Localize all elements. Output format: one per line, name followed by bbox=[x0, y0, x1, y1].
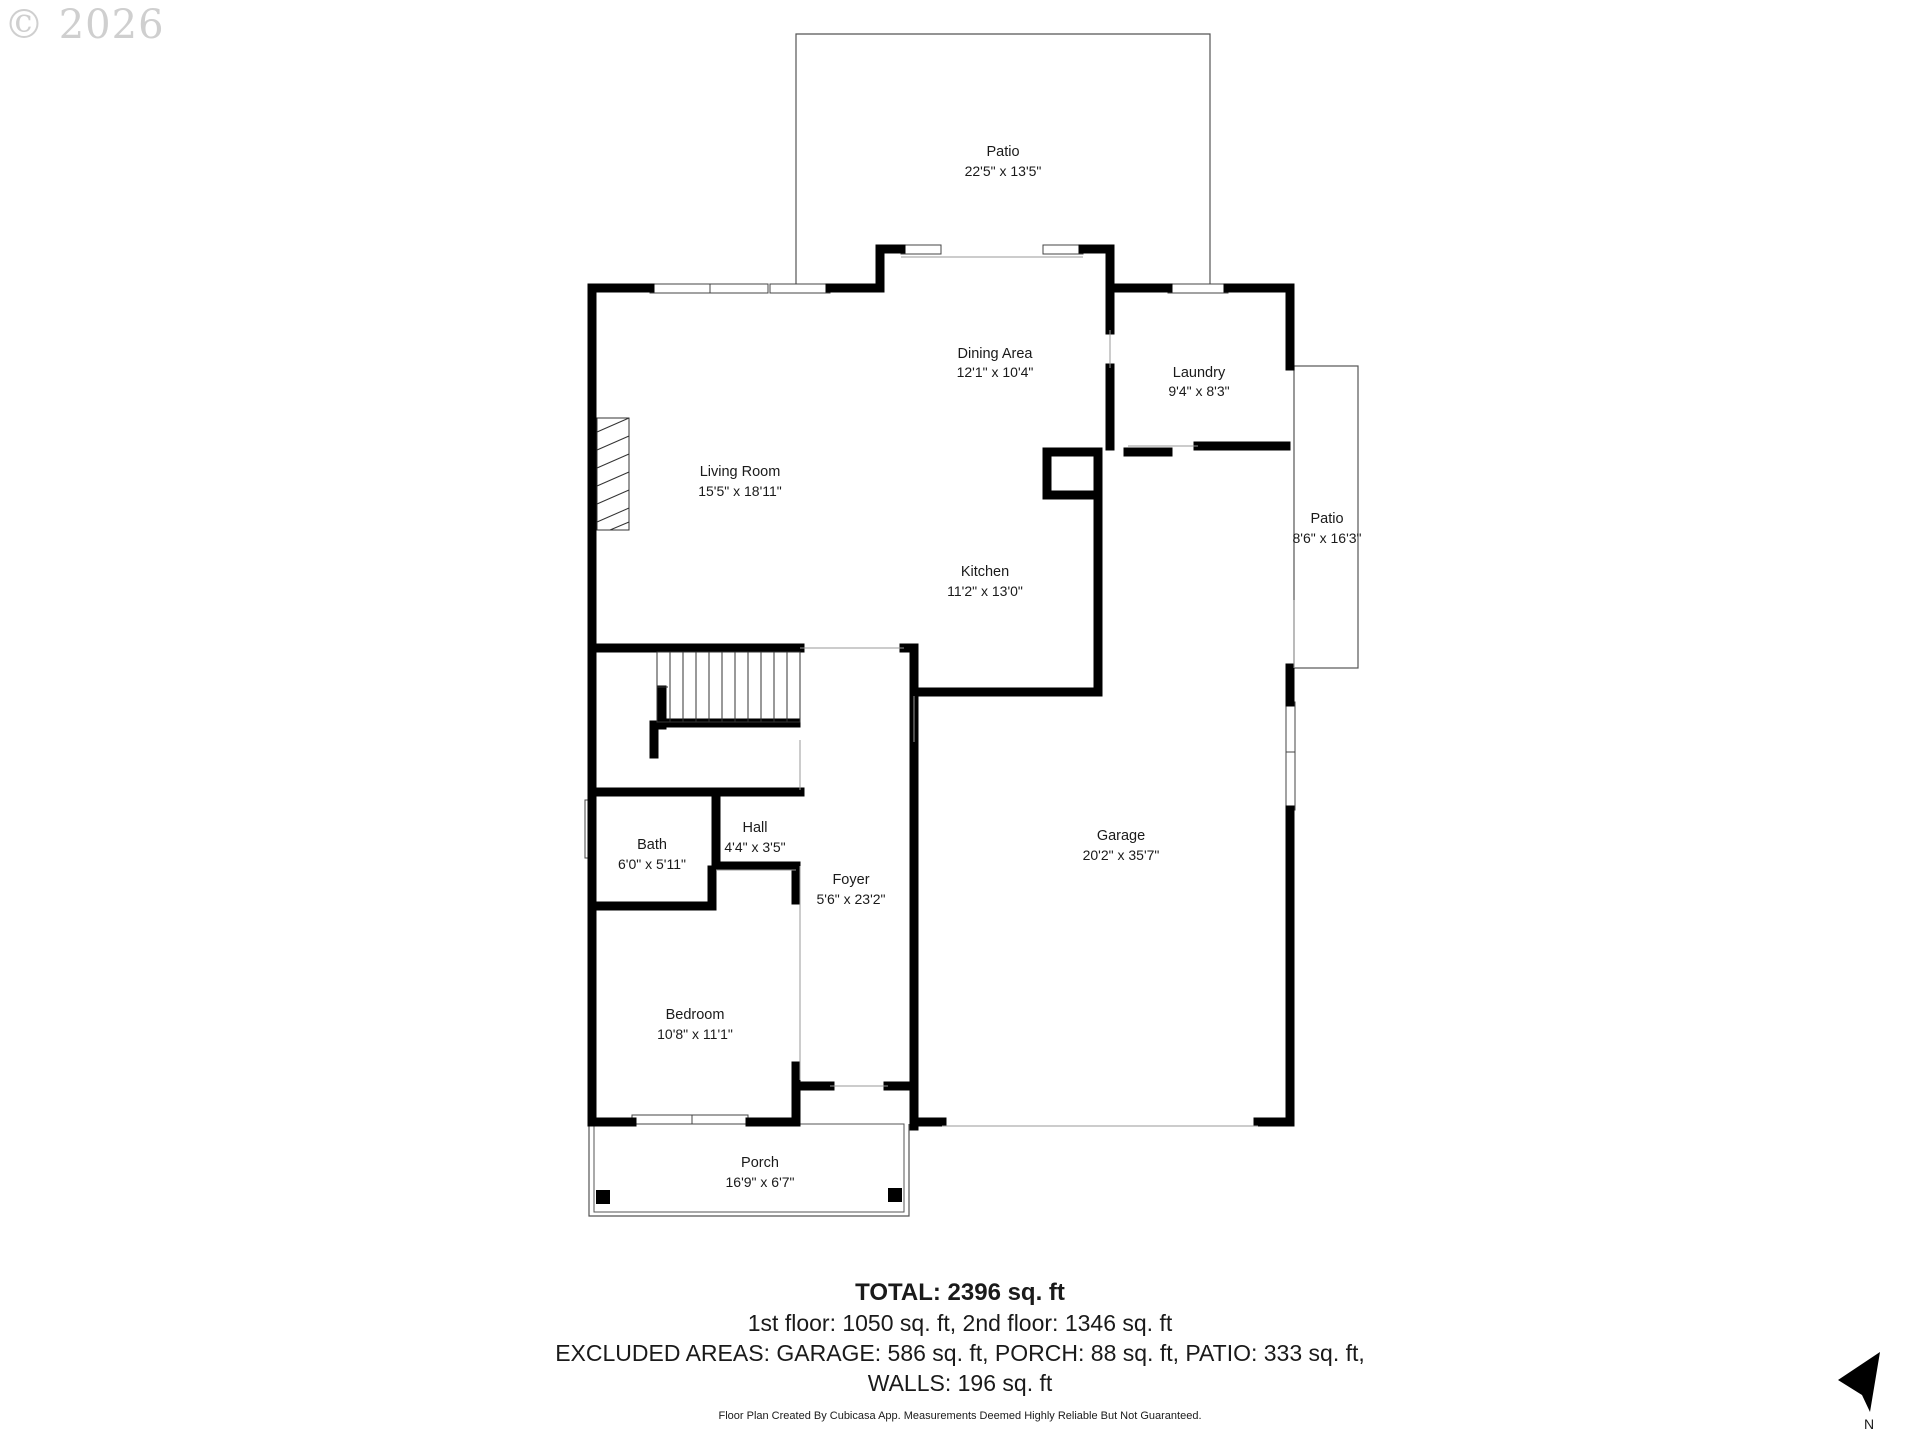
floor-areas: 1st floor: 1050 sq. ft, 2nd floor: 1346 … bbox=[747, 1310, 1173, 1336]
kitchen-dim: 11'2" x 13'0" bbox=[947, 583, 1023, 599]
garage-label: Garage bbox=[1097, 828, 1145, 844]
porch-column bbox=[596, 1190, 610, 1204]
patio-top-label: Patio bbox=[986, 144, 1019, 160]
wall bbox=[875, 244, 906, 293]
laundry-label: Laundry bbox=[1173, 365, 1226, 381]
window bbox=[1042, 244, 1084, 255]
dining-dim: 12'1" x 10'4" bbox=[957, 364, 1034, 380]
window bbox=[1167, 283, 1229, 294]
window bbox=[1285, 751, 1296, 811]
excluded-areas-line2: WALLS: 196 sq. ft bbox=[867, 1370, 1053, 1396]
total-area: TOTAL: 2396 sq. ft bbox=[855, 1279, 1065, 1306]
wall bbox=[1042, 447, 1103, 500]
window bbox=[691, 1114, 749, 1125]
living-label: Living Room bbox=[700, 464, 781, 480]
copyright-watermark: © 2026 bbox=[4, 2, 165, 48]
north-arrow-icon bbox=[1838, 1352, 1880, 1412]
top-patio-outline bbox=[795, 33, 1211, 288]
kitchen-label: Kitchen bbox=[961, 564, 1009, 580]
excluded-areas-line1: EXCLUDED AREAS: GARAGE: 586 sq. ft, PORC… bbox=[555, 1340, 1365, 1366]
patio-side-dim: 8'6" x 16'3" bbox=[1293, 530, 1362, 546]
hall-label: Hall bbox=[743, 820, 768, 836]
bedroom-label: Bedroom bbox=[666, 1007, 725, 1023]
window bbox=[709, 283, 769, 294]
window bbox=[649, 283, 715, 294]
walls bbox=[587, 244, 1295, 1131]
bedroom-dim: 10'8" x 11'1" bbox=[657, 1026, 733, 1042]
room-boundaries bbox=[716, 256, 1295, 1127]
window bbox=[1285, 701, 1296, 759]
compass-north-label: N bbox=[1864, 1416, 1875, 1432]
porch-dim: 16'9" x 6'7" bbox=[726, 1174, 795, 1190]
window bbox=[900, 244, 942, 255]
bath-dim: 6'0" x 5'11" bbox=[618, 856, 686, 872]
room-labels: Patio 22'5" x 13'5" Dining Area 12'1" x … bbox=[618, 144, 1362, 1190]
wall bbox=[711, 791, 801, 905]
wall bbox=[1078, 244, 1173, 293]
porch-column bbox=[888, 1188, 902, 1202]
side-patio-outline bbox=[1293, 365, 1359, 669]
window bbox=[631, 1114, 695, 1125]
fireplace bbox=[596, 417, 630, 531]
foyer-label: Foyer bbox=[832, 872, 869, 888]
patio-side-label: Patio bbox=[1310, 511, 1343, 527]
porch-outline bbox=[588, 1124, 910, 1217]
living-dim: 15'5" x 18'11" bbox=[698, 483, 782, 499]
patio-outlines bbox=[588, 33, 1359, 1217]
garage-dim: 20'2" x 35'7" bbox=[1083, 847, 1160, 863]
laundry-dim: 9'4" x 8'3" bbox=[1168, 383, 1229, 399]
patio-top-dim: 22'5" x 13'5" bbox=[965, 163, 1042, 179]
porch-label: Porch bbox=[741, 1155, 779, 1171]
wall bbox=[1223, 283, 1295, 371]
window bbox=[769, 283, 831, 294]
disclaimer: Floor Plan Created By Cubicasa App. Meas… bbox=[718, 1410, 1202, 1422]
stairs bbox=[656, 651, 801, 723]
area-summary: TOTAL: 2396 sq. ft 1st floor: 1050 sq. f… bbox=[0, 1278, 1920, 1398]
hall-dim: 4'4" x 3'5" bbox=[724, 839, 785, 855]
dining-label: Dining Area bbox=[958, 346, 1034, 362]
foyer-dim: 5'6" x 23'2" bbox=[817, 891, 886, 907]
wall bbox=[909, 447, 1103, 697]
bath-label: Bath bbox=[637, 837, 667, 853]
